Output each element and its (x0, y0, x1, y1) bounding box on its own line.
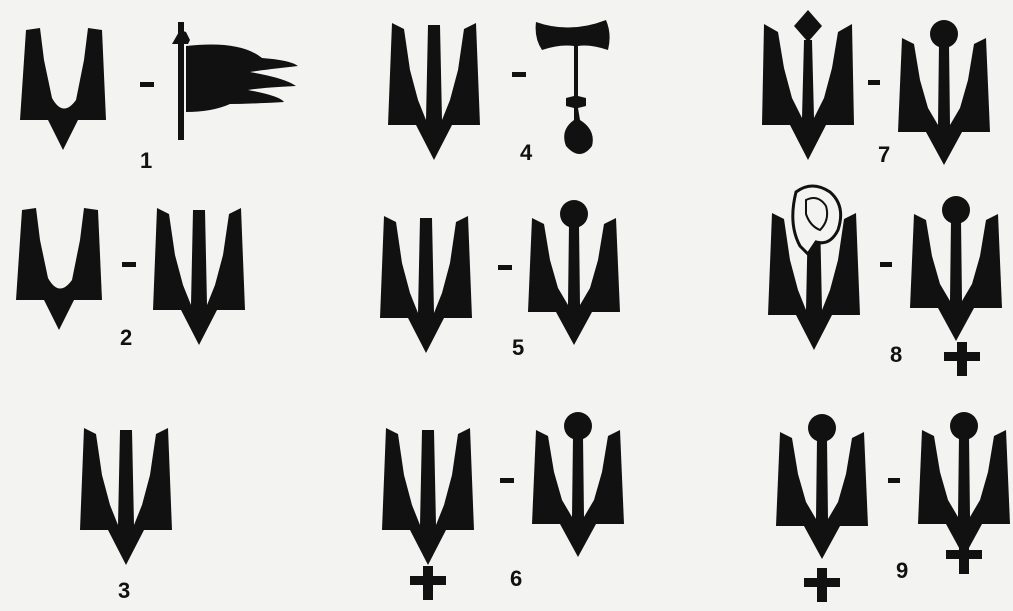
dash-separator (512, 72, 526, 77)
cross-symbol (804, 568, 840, 602)
group-9: 9 (776, 412, 1010, 602)
trident-ball-symbol (898, 20, 990, 165)
trident-ball-symbol (776, 414, 868, 559)
group-number: 7 (878, 142, 890, 167)
t-staff-symbol (536, 20, 610, 154)
trident-symbol (80, 428, 172, 565)
group-number: 3 (118, 578, 130, 603)
cross-symbol (410, 566, 446, 600)
group-number: 4 (520, 140, 533, 165)
group-4: 4 (388, 20, 610, 165)
trident-diamond-symbol (762, 10, 854, 160)
trident-ball-symbol (532, 412, 624, 557)
group-number: 6 (510, 566, 522, 591)
group-number: 8 (890, 342, 902, 367)
group-1: 1 (20, 22, 298, 173)
group-5: 5 (380, 200, 620, 360)
trident-ball-symbol (918, 412, 1010, 557)
dash-separator (140, 82, 154, 87)
dash-separator (888, 478, 900, 483)
trident-symbol (153, 208, 245, 345)
trident-symbol (388, 23, 480, 160)
trident-symbol (382, 428, 474, 565)
group-3: 3 (80, 428, 172, 603)
trident-figure-symbol (768, 186, 860, 350)
group-number: 1 (140, 148, 152, 173)
u-shape-symbol (16, 208, 102, 330)
group-number: 9 (896, 558, 908, 583)
dash-separator (880, 262, 892, 267)
banner-symbol (172, 22, 298, 140)
u-shape-symbol (20, 28, 106, 150)
group-2: 2 (16, 208, 245, 350)
dash-separator (868, 80, 880, 85)
cross-symbol (946, 540, 982, 574)
cross-symbol (944, 342, 980, 376)
dash-separator (498, 265, 512, 270)
trident-ball-symbol (528, 200, 620, 345)
group-8: 8 (768, 186, 1002, 376)
dash-separator (122, 262, 136, 267)
group-6: 6 (382, 412, 624, 600)
group-7: 7 (762, 10, 990, 167)
dash-separator (500, 478, 514, 483)
group-number: 5 (512, 335, 524, 360)
trident-symbol (380, 216, 472, 353)
trident-ball-symbol (910, 196, 1002, 341)
group-number: 2 (120, 325, 132, 350)
